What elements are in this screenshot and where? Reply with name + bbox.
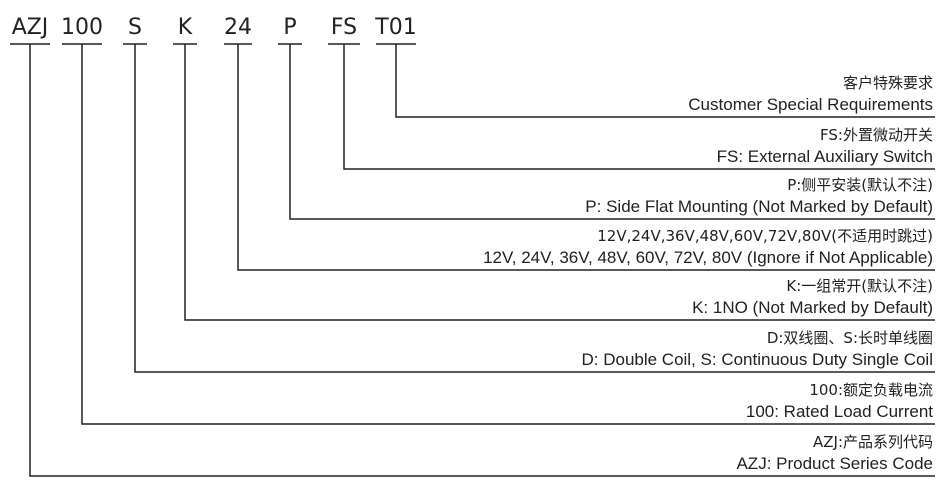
code-s: S (128, 15, 142, 40)
leader-line-6 (289, 44, 935, 220)
label-cn-4: K:一组常开(默认不注) (786, 277, 933, 295)
leader-line-3 (134, 44, 935, 373)
code-azj: AZJ (12, 15, 49, 40)
label-cn-7: FS:外置微动开关 (820, 126, 933, 144)
code-100: 100 (61, 15, 103, 40)
code-k: K (178, 15, 193, 40)
label-cn-3: D:双线圈、S:长时单线圈 (767, 329, 933, 347)
label-en-5: 12V, 24V, 36V, 48V, 60V, 72V, 80V (Ignor… (483, 248, 933, 267)
label-en-1: AZJ: Product Series Code (736, 454, 933, 473)
leader-line-1 (29, 44, 935, 477)
label-en-3: D: Double Coil, S: Continuous Duty Singl… (581, 350, 933, 369)
label-en-6: P: Side Flat Mounting (Not Marked by Def… (585, 197, 933, 216)
leader-line-5 (237, 44, 935, 271)
leader-lines (10, 43, 935, 477)
label-cn-5: 12V,24V,36V,48V,60V,72V,80V(不适用时跳过) (597, 227, 933, 245)
leader-line-2 (81, 44, 935, 425)
code-segments: AZJ 100 S K 24 P FS T01 (12, 15, 417, 40)
code-fs: FS (331, 15, 357, 40)
label-cn-1: AZJ:产品系列代码 (813, 433, 933, 451)
code-t01: T01 (374, 15, 416, 40)
label-en-7: FS: External Auxiliary Switch (717, 147, 933, 166)
label-cn-2: 100:额定负载电流 (809, 381, 933, 399)
description-labels: AZJ:产品系列代码 AZJ: Product Series Code 100:额定… (483, 74, 933, 473)
label-en-4: K: 1NO (Not Marked by Default) (692, 298, 933, 317)
label-cn-6: P:侧平安装(默认不注) (787, 176, 933, 194)
code-p: P (283, 15, 296, 40)
label-cn-8: 客户特殊要求 (843, 74, 933, 92)
label-en-8: Customer Special Requirements (688, 95, 933, 114)
leader-line-8 (395, 44, 935, 118)
label-en-2: 100: Rated Load Current (746, 402, 933, 421)
code-24: 24 (224, 15, 252, 40)
leader-line-7 (343, 44, 935, 170)
leader-line-4 (184, 44, 935, 321)
